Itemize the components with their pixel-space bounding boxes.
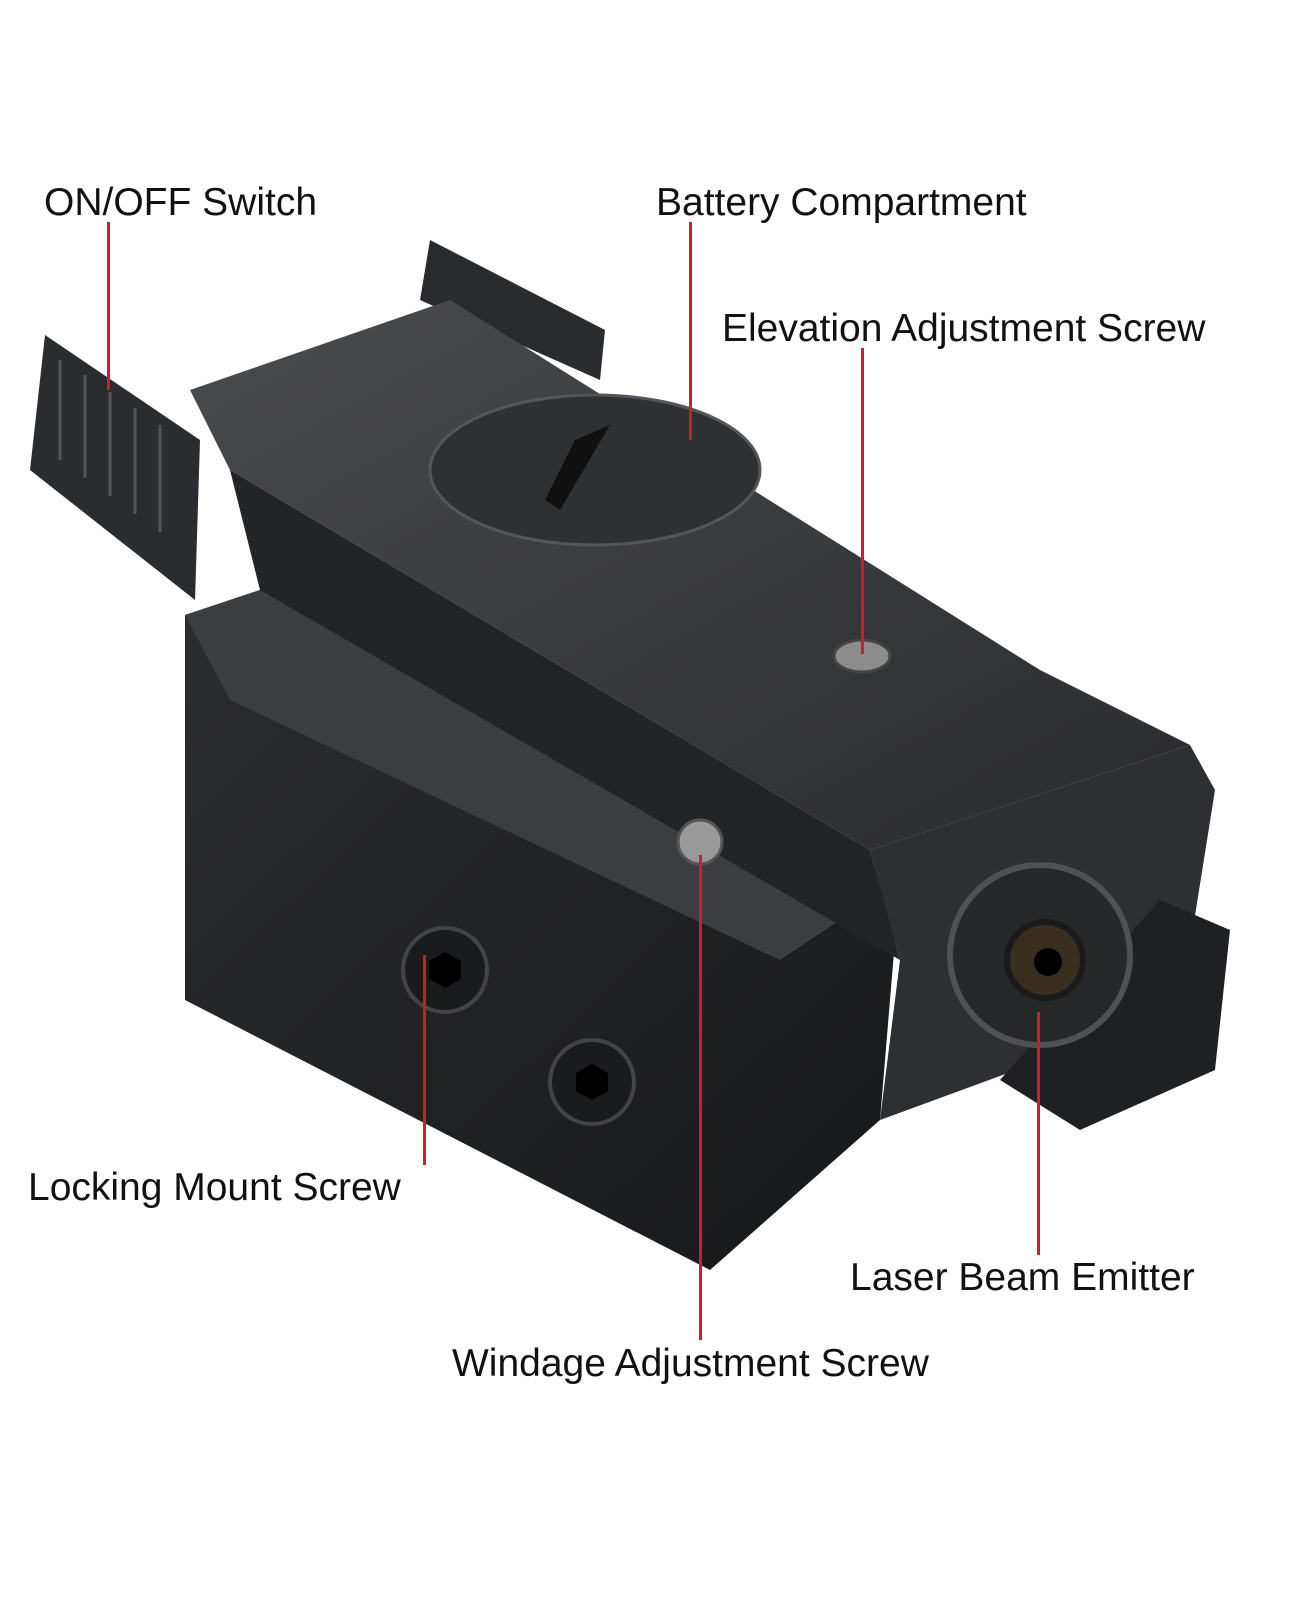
leader-elevation (861, 348, 864, 654)
label-locking-mount-screw: Locking Mount Screw (28, 1166, 401, 1209)
leader-emitter (1037, 1012, 1040, 1255)
label-battery-compartment: Battery Compartment (656, 181, 1027, 224)
on-off-switch-lever (30, 335, 200, 600)
leader-windage (699, 855, 702, 1340)
battery-cap (428, 393, 762, 547)
rear-rail (420, 240, 605, 380)
upper-body-top (190, 300, 1190, 850)
label-elevation-screw: Elevation Adjustment Screw (722, 307, 1206, 350)
leader-on-off (107, 222, 110, 390)
leader-battery (689, 222, 692, 440)
leader-locking (423, 955, 426, 1165)
label-laser-emitter: Laser Beam Emitter (850, 1256, 1195, 1299)
label-on-off-switch: ON/OFF Switch (44, 181, 318, 224)
label-windage-screw: Windage Adjustment Screw (452, 1342, 929, 1385)
